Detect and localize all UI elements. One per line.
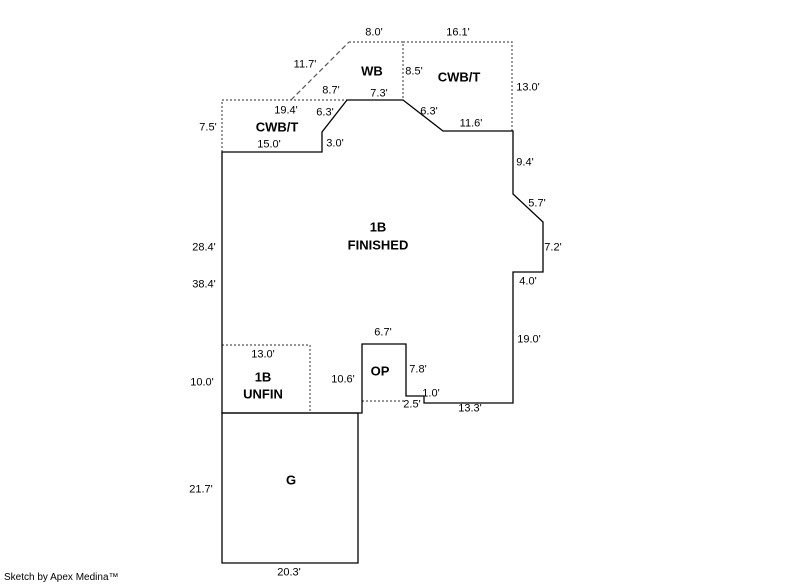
dim-left-wall-100: 10.0' (190, 376, 214, 389)
sketch-credit: Sketch by Apex Medina™ (4, 572, 119, 583)
dim-right-wall-94: 9.4' (516, 156, 534, 169)
dim-bottom-133: 13.3' (458, 402, 482, 415)
dim-garage-bottom: 20.3' (277, 566, 301, 579)
dim-right-diag-57: 5.7' (528, 197, 546, 210)
dim-right-step-40: 4.0' (519, 275, 537, 288)
dim-cwbt-right-side: 13.0' (516, 81, 540, 94)
dim-wb-right: 8.5' (405, 65, 423, 78)
room-label-op: OP (370, 363, 390, 379)
dim-wb-bottom: 8.7' (322, 84, 340, 97)
room-label-finished-1b: 1B (369, 219, 387, 235)
garage-outline (221, 412, 359, 564)
unfin-outline (222, 344, 311, 413)
dim-cwbt-right-top: 16.1' (446, 26, 470, 39)
dim-cwbt-left-side: 7.5' (199, 121, 217, 134)
dim-notch-25: 2.5' (403, 398, 421, 411)
dim-ridge-diag-right: 6.3' (420, 105, 438, 118)
dim-cwbt-left-top: 19.4' (274, 104, 298, 117)
dim-step-3: 3.0' (326, 137, 344, 150)
cwbt-right-outline (403, 41, 513, 131)
dim-wb-diagonal: 11.7' (293, 58, 317, 71)
dim-unfin-top: 13.0' (251, 348, 275, 361)
dim-notch-10: 1.0' (422, 387, 440, 400)
dim-upper-right-wall: 11.6' (459, 117, 483, 130)
dim-ridge-diag-left: 6.3' (316, 106, 334, 119)
cwbt-left-outline (221, 99, 347, 152)
main-outline (221, 99, 544, 414)
room-label-wb: WB (361, 63, 383, 79)
room-label-finished-text: FINISHED (347, 237, 409, 253)
dim-op-top: 6.7' (374, 326, 392, 339)
room-label-cwbt-right: CWB/T (437, 69, 481, 85)
dim-wb-top: 8.0' (365, 26, 383, 39)
dim-op-right: 7.8' (409, 363, 427, 376)
wb-diagonal-edge (290, 41, 350, 101)
room-label-unfin-text: UNFIN (243, 386, 283, 402)
dim-finished-top: 15.0' (257, 138, 281, 151)
dim-right-wall-190: 19.0' (517, 333, 541, 346)
room-label-garage: G (285, 472, 297, 488)
room-label-unfin-1b: 1B (254, 369, 272, 385)
dim-garage-left: 21.7' (189, 483, 213, 496)
dim-right-wall-72: 7.2' (544, 241, 562, 254)
room-label-cwbt-left: CWB/T (255, 119, 299, 135)
dim-ridge-top: 7.3' (370, 87, 388, 100)
dim-op-left: 10.6' (331, 373, 355, 386)
dim-left-wall-384: 38.4' (192, 278, 216, 291)
dim-left-wall-284: 28.4' (192, 241, 216, 254)
